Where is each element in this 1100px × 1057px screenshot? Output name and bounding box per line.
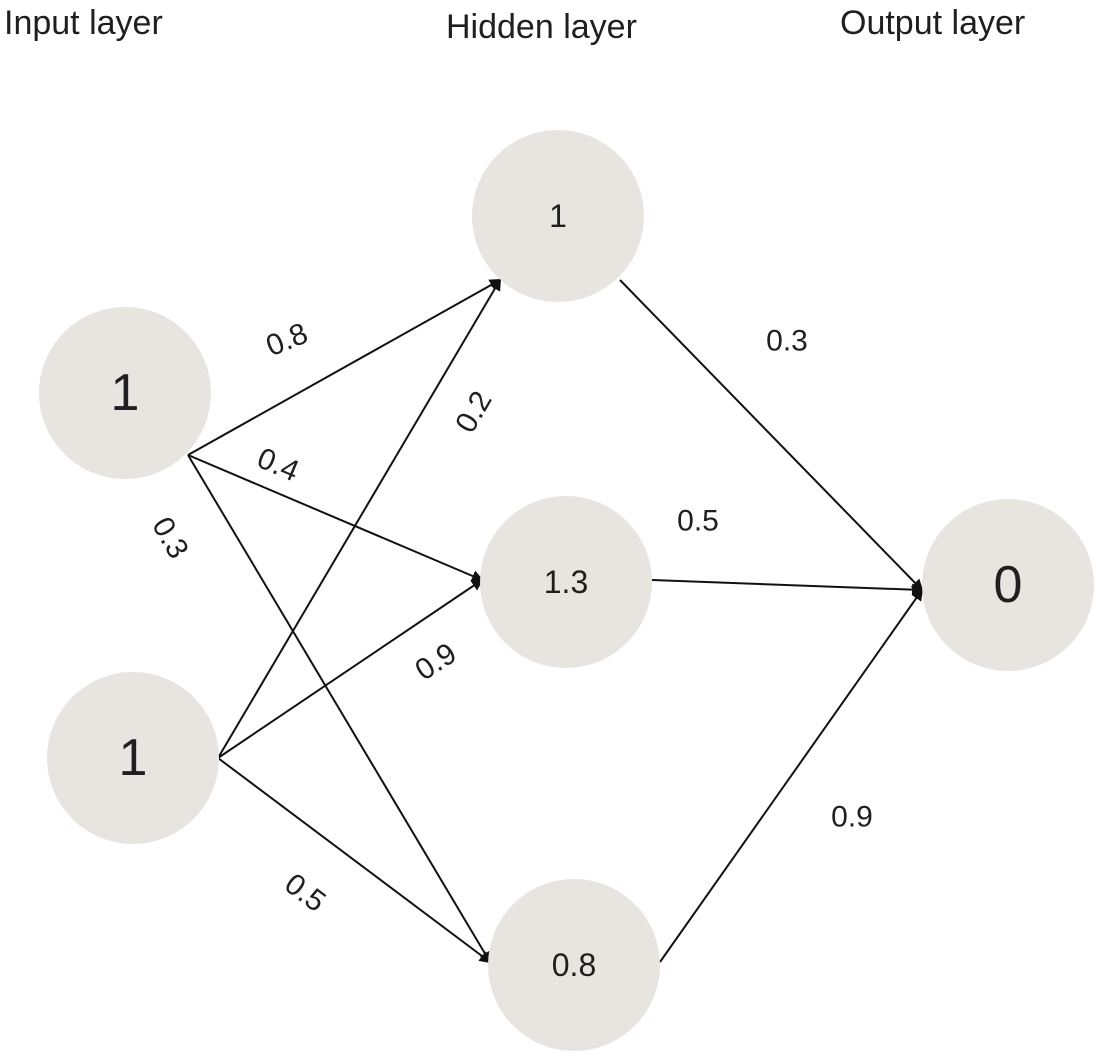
edge-hidden3-output <box>659 588 924 963</box>
input-node-2-value: 1 <box>119 729 148 787</box>
hidden-node-1-value: 1 <box>549 198 567 234</box>
hidden-node-1-circle <box>472 130 644 302</box>
edge-input1-hidden2 <box>187 454 484 582</box>
weight-hidden2-output: 0.5 <box>677 505 719 538</box>
output-node-value: 0 <box>994 556 1023 614</box>
weight-input1-hidden1: 0.8 <box>261 317 312 363</box>
edge-input1-hidden1 <box>187 279 502 456</box>
output-node: 0 <box>922 499 1094 671</box>
input-node-1-circle <box>39 307 211 479</box>
edge-hidden2-output <box>651 579 924 596</box>
input-node-2: 1 <box>47 672 219 844</box>
hidden-node-3-value: 0.8 <box>552 947 596 983</box>
edge-hidden1-output <box>619 279 924 592</box>
hidden-node-1: 1 <box>472 130 644 302</box>
hidden-node-2: 1.3 <box>480 496 652 668</box>
weight-input2-hidden2: 0.9 <box>410 637 463 687</box>
edge-input2-hidden3 <box>217 757 492 964</box>
input-node-2-circle <box>47 672 219 844</box>
hidden-node-2-circle <box>480 496 652 668</box>
input-node-1: 1 <box>39 307 211 479</box>
weight-hidden3-output: 0.9 <box>831 801 873 834</box>
edge-input2-hidden1 <box>217 278 502 759</box>
input-layer-title: Input layer <box>4 4 163 42</box>
hidden-node-2-value: 1.3 <box>544 564 588 600</box>
weight-hidden1-output: 0.3 <box>766 325 808 358</box>
output-node-circle <box>922 499 1094 671</box>
weight-input1-hidden3: 0.3 <box>145 512 194 565</box>
hidden-layer-title: Hidden layer <box>446 8 637 46</box>
edge-input2-hidden2 <box>217 578 484 759</box>
output-layer-title: Output layer <box>840 4 1025 42</box>
input-node-1-value: 1 <box>111 364 140 422</box>
weight-input1-hidden2: 0.4 <box>252 442 303 489</box>
edge-input1-hidden3 <box>187 454 492 964</box>
hidden-node-3: 0.8 <box>488 879 660 1051</box>
weight-input2-hidden3: 0.5 <box>278 867 331 918</box>
hidden-node-3-circle <box>488 879 660 1051</box>
weight-input2-hidden1: 0.2 <box>449 386 498 439</box>
